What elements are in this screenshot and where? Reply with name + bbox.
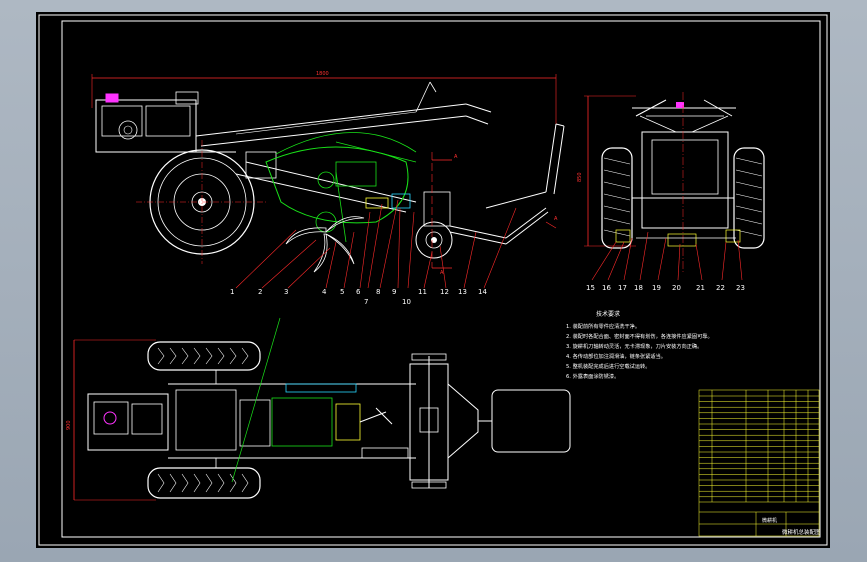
part-label-13: 13 xyxy=(458,288,467,296)
front-view: 850 xyxy=(577,92,765,292)
dim-overall-length: 1800 xyxy=(316,71,329,77)
note-1: 1. 装配前所有零件应清洗干净。 xyxy=(566,322,640,330)
front-label-22: 22 xyxy=(716,284,725,292)
front-label-15: 15 xyxy=(586,284,595,292)
section-mark-a-3: A xyxy=(554,216,558,222)
part-label-3: 3 xyxy=(284,288,288,296)
part-label-14: 14 xyxy=(478,288,487,296)
assembly-drawing: 1800 xyxy=(38,14,828,546)
outer-border xyxy=(38,14,828,546)
plan-view: 900 xyxy=(66,317,571,501)
part-label-2: 2 xyxy=(258,288,262,296)
note-4: 4. 各传动部位加注润滑油，链条张紧适当。 xyxy=(566,352,666,360)
drawing-name: 微耕机总装配图 xyxy=(782,528,821,536)
title-block xyxy=(698,389,820,537)
part-label-9: 9 xyxy=(392,288,396,296)
sheet-name: 微耕机 xyxy=(762,517,777,524)
side-view: 1800 xyxy=(91,71,565,306)
section-mark-a-1: A xyxy=(454,154,458,160)
note-3: 3. 旋耕机刀轴转动灵活，无卡滞现象，刀片安装方向正确。 xyxy=(566,342,702,350)
dim-side-height: 900 xyxy=(66,420,72,430)
front-label-18: 18 xyxy=(634,284,643,292)
front-label-21: 21 xyxy=(696,284,705,292)
part-label-12: 12 xyxy=(440,288,449,296)
front-label-16: 16 xyxy=(602,284,611,292)
part-label-8: 8 xyxy=(376,288,380,296)
front-label-17: 17 xyxy=(618,284,627,292)
part-label-5: 5 xyxy=(340,288,344,296)
part-label-6: 6 xyxy=(356,288,361,296)
part-label-4: 4 xyxy=(322,288,327,296)
section-mark-a-2: A xyxy=(440,270,444,276)
note-2: 2. 装配时各配合面、密封面不得有划伤，各连接件应紧固可靠。 xyxy=(566,332,713,340)
front-label-20: 20 xyxy=(672,284,681,292)
inner-border xyxy=(61,20,821,538)
part-label-10: 10 xyxy=(402,298,411,306)
part-label-11: 11 xyxy=(418,288,427,296)
front-label-23: 23 xyxy=(736,284,745,292)
technical-notes: 技术要求 1. 装配前所有零件应清洗干净。 2. 装配时各配合面、密封面不得有划… xyxy=(566,310,713,380)
note-6: 6. 外露表面涂防锈漆。 xyxy=(566,372,619,380)
dim-height: 850 xyxy=(577,172,583,182)
notes-title: 技术要求 xyxy=(596,310,620,318)
part-label-1: 1 xyxy=(230,288,234,296)
drawing-sheet: 1800 xyxy=(36,12,830,548)
front-label-19: 19 xyxy=(652,284,661,292)
part-label-7: 7 xyxy=(364,298,368,306)
note-5: 5. 整机装配完成后进行空载试运转。 xyxy=(566,362,650,370)
